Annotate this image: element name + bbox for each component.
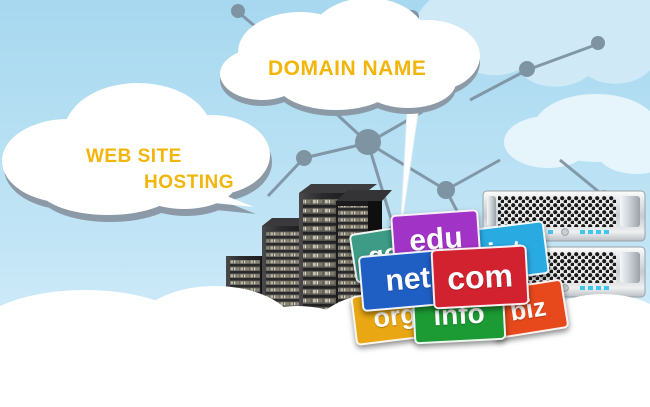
web-site-hosting-callout-cloud — [2, 83, 272, 222]
domain-tag-label: net — [384, 261, 432, 298]
domain-tag-com[interactable]: com — [430, 244, 530, 310]
domain-tag-label: com — [446, 257, 514, 297]
web-site-label-line1: WEB SITE — [86, 146, 182, 167]
domain-name-callout-cloud — [220, 0, 480, 237]
domain-name-label: DOMAIN NAME — [268, 57, 427, 80]
web-site-label-line2: HOSTING — [144, 172, 235, 193]
background-cloud-right-mid — [504, 94, 650, 174]
